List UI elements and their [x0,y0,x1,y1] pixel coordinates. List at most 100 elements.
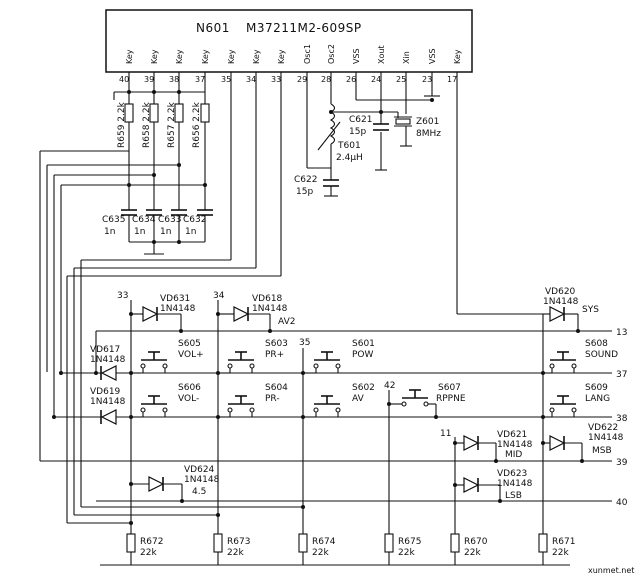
diode-vd622 [543,435,583,461]
component-labels: VD631 1N4148 VD618 1N4148 AV2 VD620 1N41… [90,287,624,501]
matrix-columns [67,92,544,534]
s605-label: VOL+ [178,350,204,360]
r671-val: 22k [552,548,569,558]
vd620-ref: VD620 [545,287,576,297]
mid-tag: MID [505,450,522,460]
ic-pin-name: Key [150,49,159,64]
z601-val: 8MHz [416,129,441,139]
pin-leads [128,72,458,92]
ic-pin-name: Key [227,49,236,64]
vd622-part: 1N4148 [588,433,624,443]
r670-ref: R670 [464,537,488,547]
s604-label: PR- [265,394,280,404]
diode-vd618 [218,306,271,331]
ic-pin-number: 35 [221,75,231,84]
s603-label: PR+ [265,350,284,360]
vd620-part: 1N4148 [543,297,579,307]
r673-ref: R673 [227,537,250,547]
ic-pin-name: Key [252,49,261,64]
ic-pin-name: VSS [352,48,361,64]
vd619-ref: VD619 [90,387,121,397]
switch-s606 [140,395,168,417]
net-38: 38 [616,414,628,424]
t601-ref: T601 [337,141,361,151]
diode-vd623 [455,477,501,501]
r674-val: 22k [312,548,329,558]
net-37: 37 [616,370,627,380]
ic-pin-number: 17 [447,75,457,84]
av2-tag: AV2 [278,317,295,327]
vd618-part: 1N4148 [252,304,288,314]
diode-vd631 [131,306,182,331]
vd631-ref: VD631 [160,294,190,304]
c621-val: 15p [349,127,366,137]
ic-pin-number: 23 [422,75,432,84]
r656-label: R656 2.2k [192,101,202,148]
sys-tag: SYS [582,305,599,315]
ic-pin-number: 24 [371,75,381,84]
ic-pin-name: Key [453,49,462,64]
ic-pin-number: 37 [195,75,205,84]
vd621-part: 1N4148 [497,440,533,450]
s602-label: AV [352,394,365,404]
ic-pin-number: 33 [271,75,281,84]
vd617-ref: VD617 [90,345,120,355]
s602-ref: S602 [352,383,375,393]
pullup-network: R659 2.2k R658 2.2k R657 2.2k R656 2.2k … [102,90,213,255]
r672-val: 22k [140,548,157,558]
net-39: 39 [616,458,628,468]
net-40: 40 [616,498,628,508]
r673-val: 22k [227,548,244,558]
switch-s608 [549,351,577,373]
r670-val: 22k [464,548,481,558]
switch-s602 [313,395,341,417]
ic-pin-name: Xout [377,45,386,64]
vd621-ref: VD621 [497,430,527,440]
r674-ref: R674 [312,537,336,547]
ic-pin-name: Key [277,49,286,64]
s609-label: LANG [585,394,610,404]
c632-val: 1n [185,227,196,237]
r675-ref: R675 [398,537,421,547]
switch-s609 [549,395,577,417]
ic-pin-name: Key [201,49,210,64]
s601-label: POW [352,350,374,360]
c634-ref: C634 [132,215,156,225]
c634-val: 1n [134,227,145,237]
net-35: 35 [299,338,310,348]
c635-ref: C635 [102,215,125,225]
net-numbers: 13 37 38 39 40 33 34 35 42 11 [117,291,628,508]
s608-ref: S608 [585,339,608,349]
diode-vd624 [131,476,183,501]
s605-ref: S605 [178,339,201,349]
switch-s605 [131,351,168,374]
vd623-part: 1N4148 [497,479,533,489]
vd617-part: 1N4148 [90,355,126,365]
bottom-resistors: R672 22k R673 22k R674 22k R675 22k R670… [126,533,575,565]
ic-pin-name: Xin [402,51,411,64]
vd619-part: 1N4148 [90,397,126,407]
ic-ref: N601 [196,21,230,35]
ic-pin-number: 40 [119,75,129,84]
net-11: 11 [440,429,451,439]
vd622-ref: VD622 [588,423,618,433]
scan-bus-left [39,92,282,523]
c633-val: 1n [160,227,171,237]
ic-pin-name: Osc1 [303,44,312,64]
s601-ref: S601 [352,339,375,349]
r672-ref: R672 [140,537,163,547]
ic-pin-number: 28 [321,75,331,84]
switch-layer [131,351,577,418]
r659-label: R659 2.2k [117,101,127,148]
diode-vd617 [95,331,117,381]
switch-s603 [227,351,255,373]
s607-label: RPPNE [436,394,466,404]
net-34: 34 [213,291,225,301]
r675-val: 22k [398,548,415,558]
ic-pin-name: VSS [428,48,437,64]
diode-layer [95,306,583,501]
s603-ref: S603 [265,339,288,349]
c632-ref: C632 [183,215,206,225]
s606-label: VOL- [178,394,199,404]
lsb-tag: LSB [505,491,522,501]
